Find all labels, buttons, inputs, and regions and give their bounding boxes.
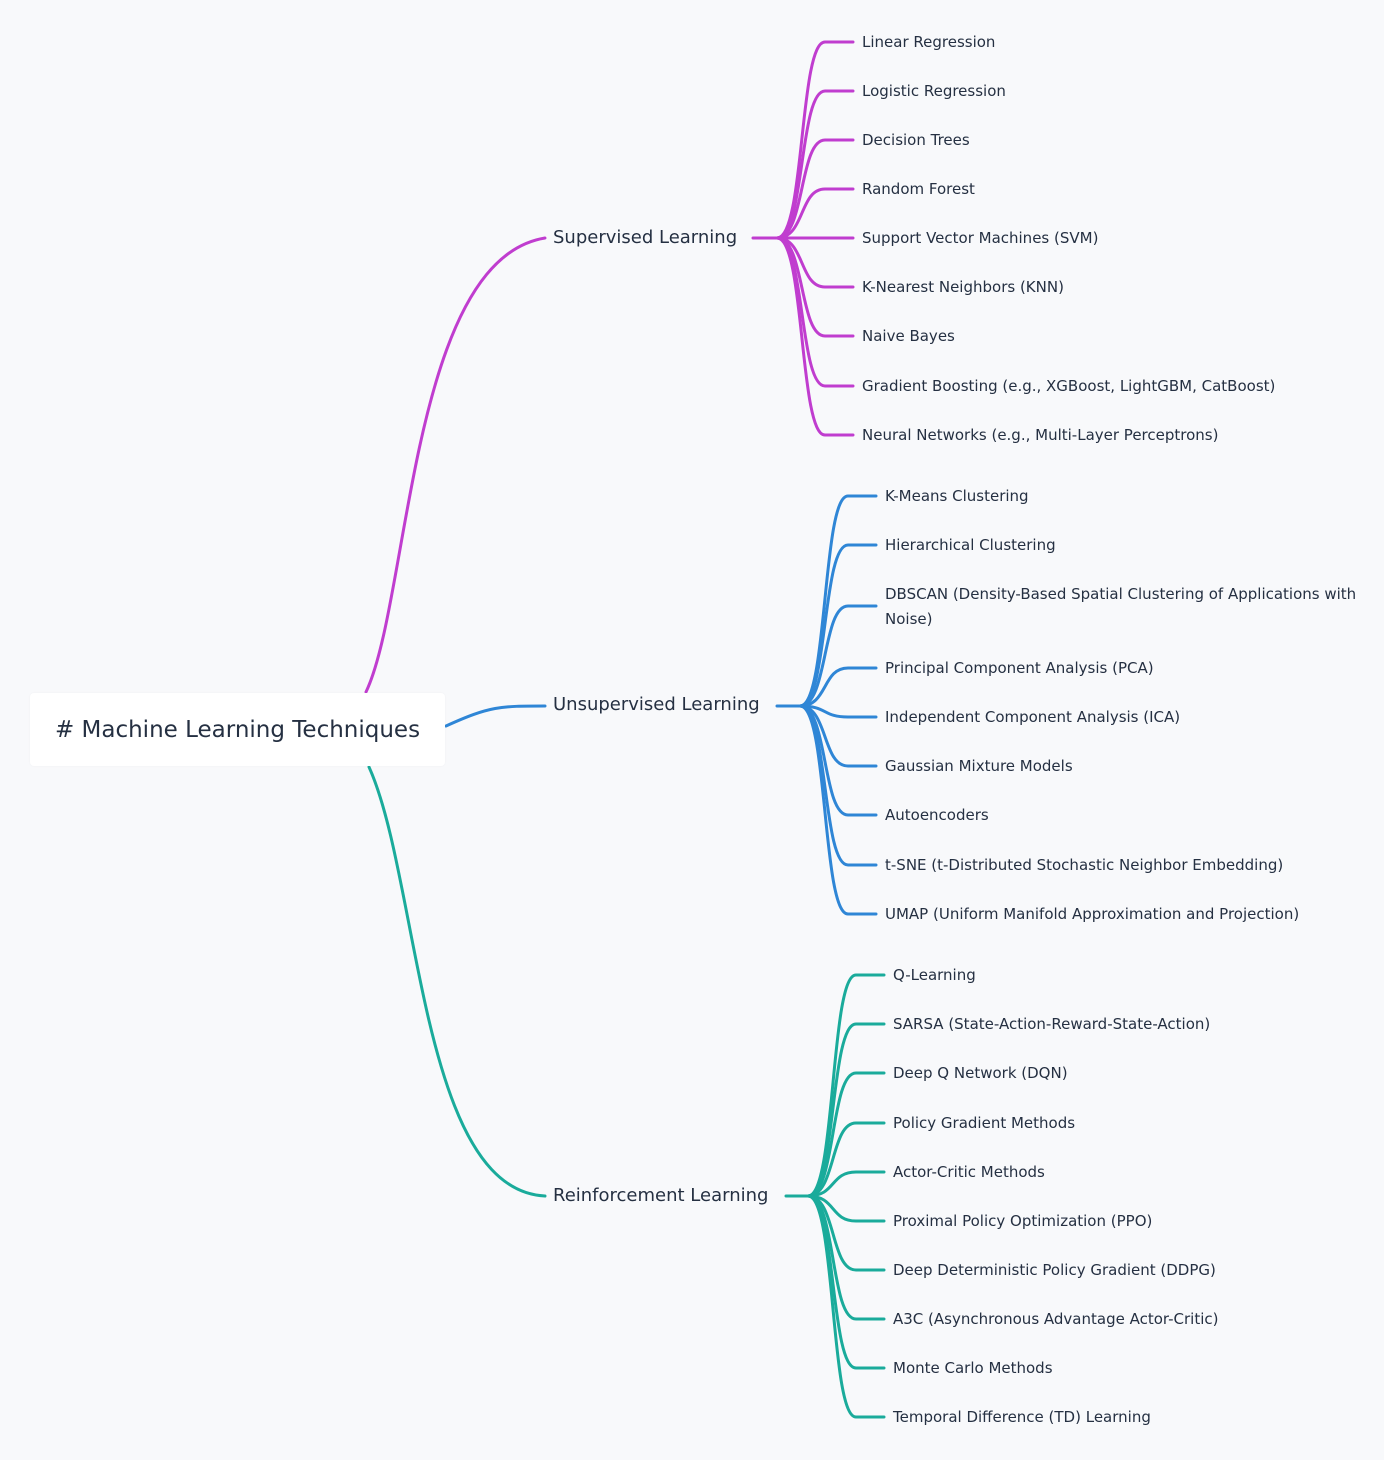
leaf-t-sne[interactable]: t-SNE (t-Distributed Stochastic Neighbor… bbox=[885, 856, 1284, 874]
leaf-connector bbox=[798, 666, 878, 708]
root-label: # Machine Learning Techniques bbox=[54, 716, 421, 743]
leaf-sarsa[interactable]: SARSA (State-Action-Reward-State-Action) bbox=[893, 1015, 1211, 1033]
branch-supervised-learning[interactable]: Supervised Learning bbox=[553, 227, 738, 248]
leaf-dbscan[interactable]: DBSCAN (Density-Based Spatial Clustering… bbox=[885, 585, 1357, 628]
branch-reinforcement-learning[interactable]: Reinforcement Learning bbox=[553, 1185, 769, 1206]
leaf-logistic-regression[interactable]: Logistic Regression bbox=[862, 82, 1006, 100]
leaf-knn[interactable]: K-Nearest Neighbors (KNN) bbox=[862, 278, 1064, 296]
leaf-connector bbox=[798, 704, 878, 916]
leaf-connector bbox=[806, 1121, 886, 1198]
leaf-td-learning[interactable]: Temporal Difference (TD) Learning bbox=[893, 1408, 1151, 1426]
leaf-umap[interactable]: UMAP (Uniform Manifold Approximation and… bbox=[885, 905, 1300, 923]
root-branch-connector bbox=[364, 236, 547, 694]
root-branch-connector bbox=[444, 704, 547, 728]
leaf-connector bbox=[806, 1071, 886, 1198]
leaf-connector bbox=[798, 494, 878, 708]
leaf-connector bbox=[775, 187, 855, 240]
leaf-connector bbox=[798, 543, 878, 708]
root-node[interactable]: # Machine Learning Techniques bbox=[30, 693, 445, 766]
root-branch-connector bbox=[367, 765, 547, 1198]
leaf-connector bbox=[798, 704, 878, 867]
leaf-connector bbox=[775, 89, 855, 240]
leaf-linear-regression[interactable]: Linear Regression bbox=[862, 33, 996, 51]
leaf-actor-critic[interactable]: Actor-Critic Methods bbox=[893, 1163, 1045, 1181]
leaf-connector bbox=[806, 1170, 886, 1198]
leaf-gradient-boosting[interactable]: Gradient Boosting (e.g., XGBoost, LightG… bbox=[862, 377, 1276, 395]
leaf-decision-trees[interactable]: Decision Trees bbox=[862, 131, 970, 149]
leaf-q-learning[interactable]: Q-Learning bbox=[893, 966, 976, 984]
leaf-connector bbox=[775, 138, 855, 240]
leaf-ppo[interactable]: Proximal Policy Optimization (PPO) bbox=[893, 1212, 1153, 1230]
leaf-ica[interactable]: Independent Component Analysis (ICA) bbox=[885, 708, 1181, 726]
leaf-connector bbox=[806, 1022, 886, 1198]
leaf-autoencoders[interactable]: Autoencoders bbox=[885, 806, 989, 824]
leaf-naive-bayes[interactable]: Naive Bayes bbox=[862, 327, 955, 345]
leaf-neural-networks[interactable]: Neural Networks (e.g., Multi-Layer Perce… bbox=[862, 426, 1219, 444]
branch-unsupervised-learning[interactable]: Unsupervised Learning bbox=[553, 694, 760, 715]
leaf-a3c[interactable]: A3C (Asynchronous Advantage Actor-Critic… bbox=[893, 1310, 1219, 1328]
leaf-policy-gradient[interactable]: Policy Gradient Methods bbox=[893, 1114, 1076, 1132]
leaf-connector bbox=[806, 973, 886, 1198]
leaf-random-forest[interactable]: Random Forest bbox=[862, 180, 975, 198]
leaf-connector bbox=[806, 1194, 886, 1419]
leaf-connector bbox=[775, 236, 855, 388]
leaf-k-means[interactable]: K-Means Clustering bbox=[885, 487, 1029, 505]
leaf-connector bbox=[798, 704, 878, 719]
leaf-connector bbox=[798, 604, 878, 708]
leaf-pca[interactable]: Principal Component Analysis (PCA) bbox=[885, 659, 1154, 677]
leaf-svm[interactable]: Support Vector Machines (SVM) bbox=[862, 229, 1099, 247]
leaf-monte-carlo[interactable]: Monte Carlo Methods bbox=[893, 1359, 1053, 1377]
leaf-hierarchical-clustering[interactable]: Hierarchical Clustering bbox=[885, 536, 1056, 554]
leaf-dqn[interactable]: Deep Q Network (DQN) bbox=[893, 1064, 1068, 1082]
leaf-ddpg[interactable]: Deep Deterministic Policy Gradient (DDPG… bbox=[893, 1261, 1216, 1279]
leaf-connector bbox=[775, 236, 855, 437]
leaf-gmm[interactable]: Gaussian Mixture Models bbox=[885, 757, 1073, 775]
